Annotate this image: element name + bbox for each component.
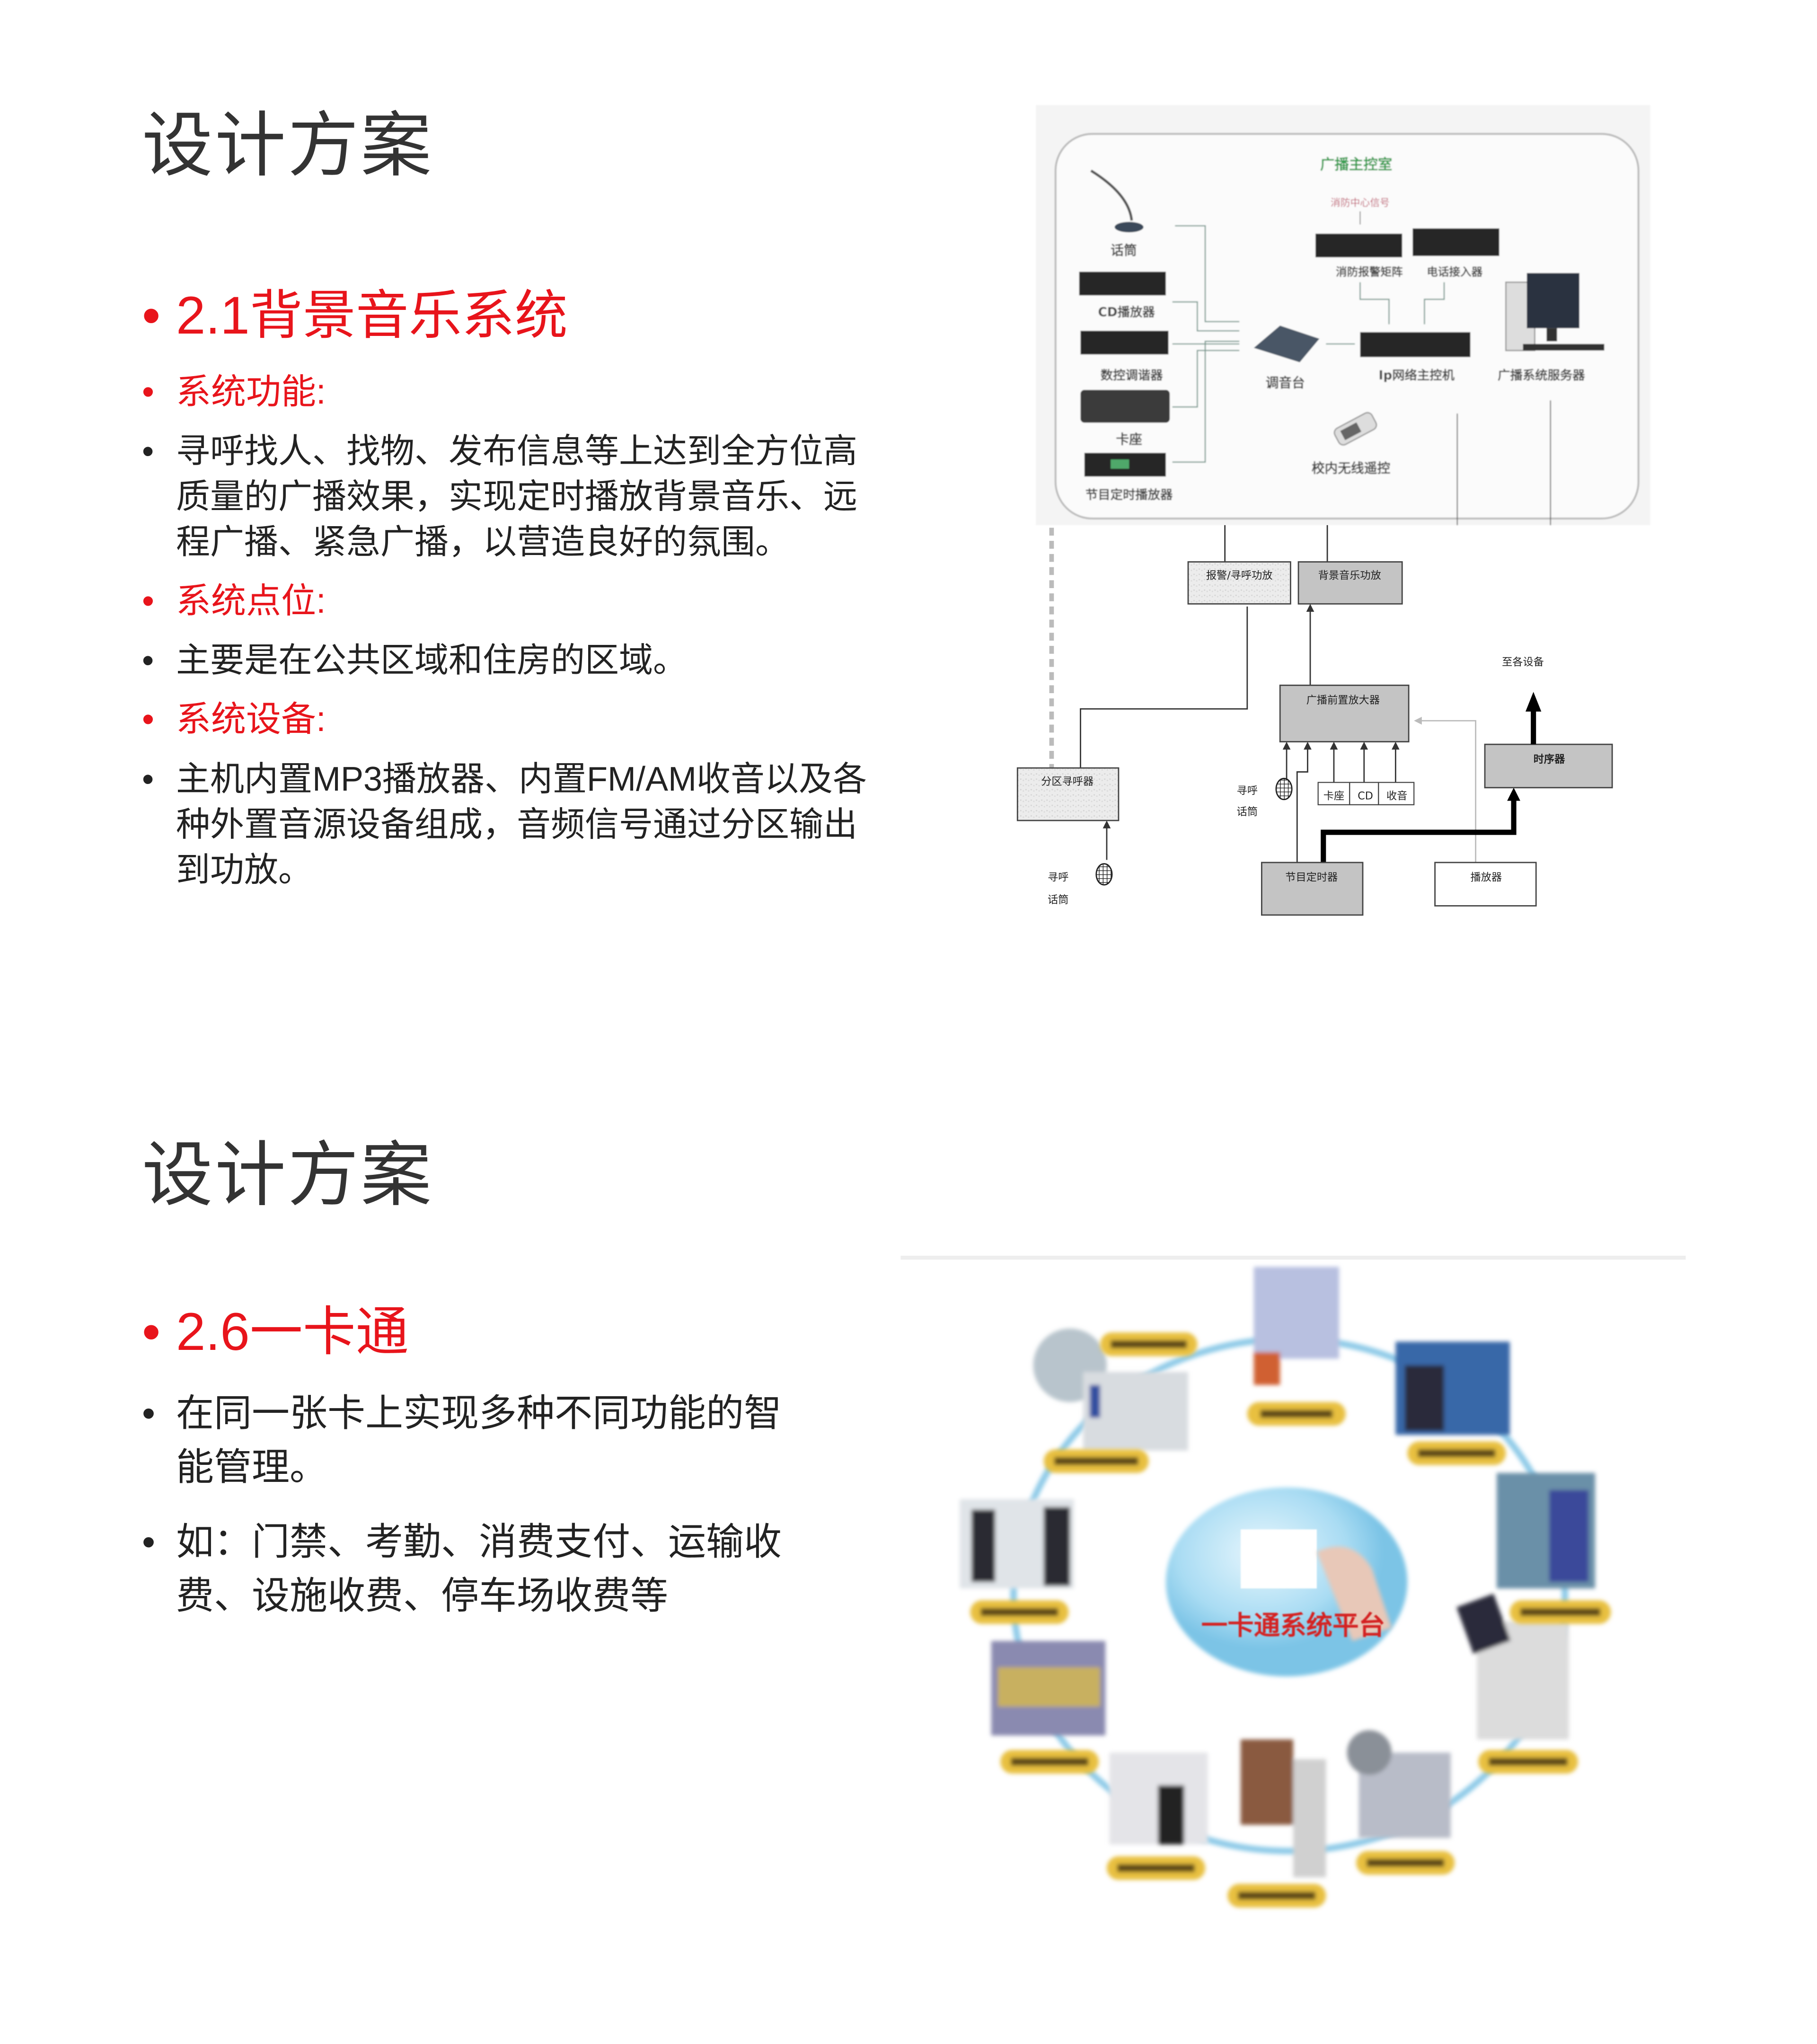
zone-pager-box [1016, 767, 1120, 821]
bullet-2: 如：门禁、考勤、消费支付、运输收费、设施收费、停车场收费等 [142, 1515, 804, 1623]
source-cd-label: CD [1358, 790, 1373, 802]
hand-icon [1316, 1546, 1392, 1641]
microphone-icon [1090, 169, 1144, 233]
preamp-box [1279, 684, 1410, 743]
source-radio-label: 收音 [1386, 790, 1407, 802]
tuner-device [1080, 331, 1169, 355]
zone-pager-label: 分区寻呼器 [1041, 775, 1094, 788]
phone-access-device [1412, 228, 1499, 256]
sequencer-label: 时序器 [1534, 753, 1565, 766]
cassette-label: 卡座 [1116, 432, 1142, 447]
photo-bottom [1240, 1739, 1293, 1825]
player-label: 播放器 [1471, 872, 1502, 884]
mic-label: 话筒 [1111, 242, 1137, 258]
card-icon [1240, 1529, 1317, 1589]
one-card-system-diagram: 一卡通系统平台 [900, 1255, 1686, 1908]
photo-parking-2 [1083, 1372, 1188, 1451]
slide1-content: 2.1背景音乐系统 [142, 284, 852, 348]
server-label: 广播系统服务器 [1498, 368, 1585, 383]
item-label-equipment: 系统设备: [142, 696, 871, 742]
subsystem-photos [960, 1267, 1596, 1877]
paging-mic-label-1: 寻呼 [1048, 872, 1068, 884]
phone-access-label: 电话接入器 [1427, 265, 1482, 279]
remote-label: 校内无线遥控 [1312, 460, 1391, 476]
slide2-bullets: 在同一张卡上实现多种不同功能的智能管理。 如：门禁、考勤、消费支付、运输收费、设… [142, 1386, 804, 1623]
platform-label: 一卡通系统平台 [1201, 1610, 1385, 1641]
paging-mic-icon-2 [1275, 777, 1293, 801]
player-box [1434, 862, 1537, 907]
paging-mic2-label-1: 寻呼 [1237, 785, 1258, 797]
server-computer-icon [1505, 273, 1605, 352]
bullet-1: 在同一张卡上实现多种不同功能的智能管理。 [142, 1386, 804, 1494]
remote-control-icon [1333, 412, 1377, 446]
slide2-heading: 2.6一卡通 [142, 1300, 852, 1364]
cassette-device [1080, 390, 1170, 423]
photo-top [1253, 1267, 1340, 1359]
item-label-function: 系统功能: [142, 369, 871, 414]
preamp-label: 广播前置放大器 [1306, 694, 1380, 706]
item-text-equipment: 主机内置MP3播放器、内置FM/AM收音以及各种外置音源设备组成，音频信号通过分… [142, 757, 871, 893]
bgm-amp-box [1297, 561, 1403, 605]
tuner-label: 数控调谐器 [1101, 369, 1163, 383]
ip-host-label: Ip网络主控机 [1379, 368, 1455, 383]
program-timer-box [1261, 862, 1364, 916]
to-devices-label: 至各设备 [1502, 656, 1544, 669]
mixer-label: 调音台 [1266, 375, 1305, 390]
broadcast-control-room-diagram: 广播主控室 消防中心信号 话筒 CD播放器 数控调谐器 卡座 节目定时播放器 调… [1036, 105, 1650, 525]
item-label-location: 系统点位: [142, 578, 871, 624]
source-cassette-label: 卡座 [1323, 790, 1344, 802]
broadcast-block-diagram: 报警/寻呼功放 背景音乐功放 至各设备 广播前置放大器 分区寻呼器 寻呼 话筒 … [1016, 525, 1613, 916]
alarm-paging-amp-box [1187, 561, 1291, 605]
item-text-location: 主要是在公共区域和住房的区域。 [142, 638, 871, 683]
paging-mic2-label-2: 话筒 [1237, 806, 1258, 818]
program-timer-label: 节目定时器 [1285, 872, 1338, 884]
sequencer-box [1484, 743, 1613, 789]
timer-player-label: 节目定时播放器 [1085, 487, 1173, 502]
slide2-title: 设计方案 [142, 1135, 434, 1215]
cd-player-device [1079, 272, 1166, 296]
paging-mic-label-2: 话筒 [1048, 894, 1068, 906]
fire-matrix-label: 消防报警矩阵 [1336, 265, 1403, 279]
paging-mic-icon [1095, 863, 1113, 886]
slide2-heading-wrap: 2.6一卡通 [142, 1300, 852, 1364]
mixer-device [1253, 326, 1320, 362]
slide1-title: 设计方案 [142, 106, 434, 185]
alarm-amp-label: 报警/寻呼功放 [1206, 570, 1273, 582]
item-text-function: 寻呼找人、找物、发布信息等上达到全方位高质量的广播效果，实现定时播放背景音乐、远… [142, 429, 871, 565]
ip-host-device [1360, 332, 1471, 357]
subsystem-label-pills [970, 1332, 1611, 1908]
slide1-items: 系统功能: 寻呼找人、找物、发布信息等上达到全方位高质量的广播效果，实现定时播放… [142, 369, 871, 893]
bgm-amp-label: 背景音乐功放 [1318, 570, 1381, 582]
room-title: 广播主控室 [1320, 156, 1393, 173]
slide1-heading: 2.1背景音乐系统 [142, 284, 852, 348]
cd-player-label: CD播放器 [1098, 305, 1155, 320]
fire-signal-label: 消防中心信号 [1331, 197, 1390, 209]
fire-matrix-device [1315, 233, 1402, 257]
